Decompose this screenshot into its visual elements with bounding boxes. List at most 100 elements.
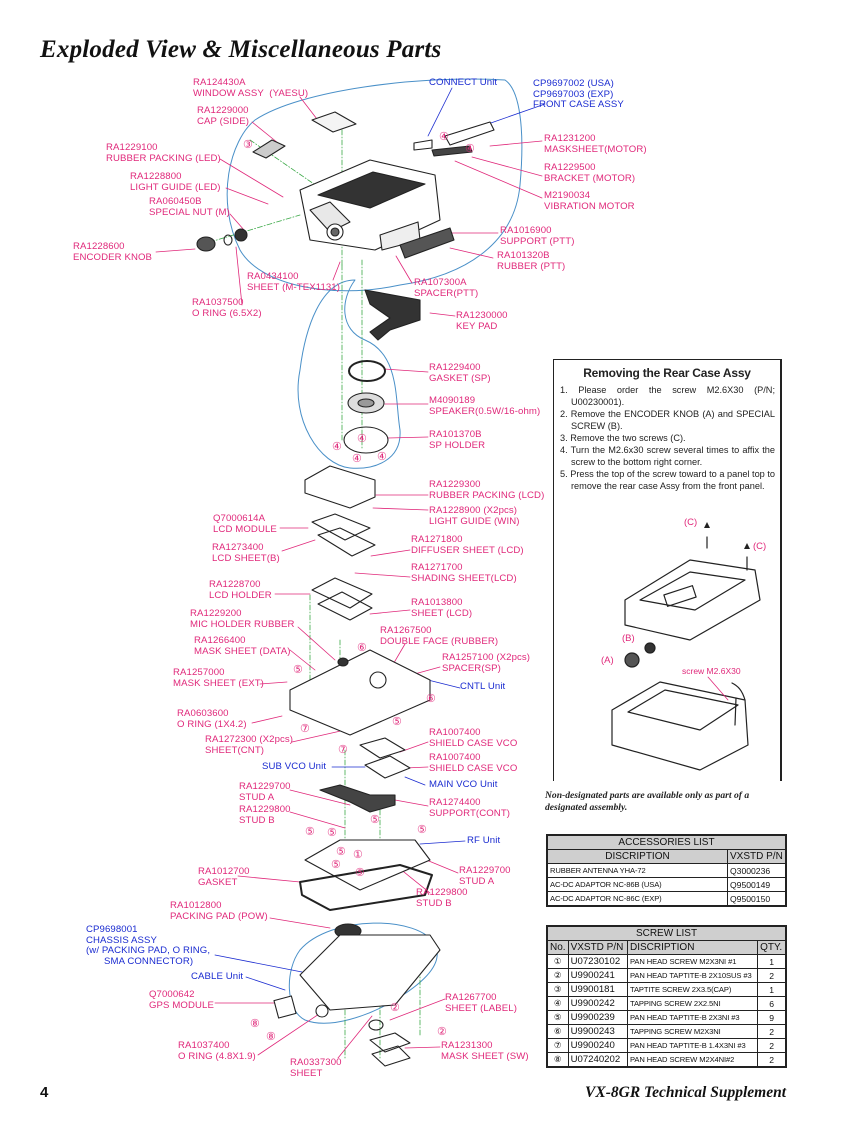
label-cntl-unit: CNTL Unit — [460, 681, 506, 692]
screw-mark-5a: ⑤ — [293, 664, 303, 676]
screw-mark-1: ① — [353, 849, 363, 861]
removal-box-title: Removing the Rear Case Assy — [583, 366, 751, 380]
removal-steps: 1. Please order the screw M2.6X30 (P/N; … — [560, 384, 775, 492]
callout-screw: screw M2.6X30 — [682, 666, 741, 676]
front-case-outline — [226, 78, 523, 292]
table-row: AC-DC ADAPTOR NC-86C (EXP) Q9500150 — [546, 891, 787, 907]
non-designated-note: Non-designated parts are available only … — [545, 790, 750, 813]
screw-list-table: SCREW LIST No. VXSTD P/N DISCRIPTION QTY… — [546, 925, 787, 1068]
screw-mark-5e: ⑤ — [327, 827, 337, 839]
screw-mark-5h: ⑤ — [331, 859, 341, 871]
keypad-speaker-outline — [297, 279, 401, 469]
callout-c-1: (C) — [684, 517, 698, 528]
screw-header-qty: QTY. — [757, 940, 787, 955]
accessories-table: ACCESSORIES LIST DISCRIPTION VXSTD P/N R… — [546, 834, 787, 907]
screw-mark-5f: ⑤ — [417, 824, 427, 836]
screw-header-description: DISCRIPTION — [626, 940, 759, 955]
page-title: Exploded View & Miscellaneous Parts — [40, 36, 442, 63]
screw-mark-6a: ⑥ — [357, 642, 367, 654]
screw-mark-7b: ⑦ — [338, 744, 348, 756]
accessories-header-pn: VXSTD P/N — [727, 849, 787, 864]
footer-title: VX-8GR Technical Supplement — [585, 1084, 786, 1101]
label-spacer-sp: RA1257100 (X2pcs)SPACER(SP) — [442, 652, 531, 674]
label-light-guide-win: RA1228900 (X2pcs)LIGHT GUIDE (WIN) — [429, 505, 520, 527]
screw-mark-4d: ④ — [357, 433, 367, 445]
label-sub-vco-unit: SUB VCO Unit — [262, 761, 327, 772]
screw-mark-4f: ④ — [377, 451, 387, 463]
label-main-vco-unit: MAIN VCO Unit — [429, 779, 498, 790]
screw-mark-8a: ⑧ — [250, 1018, 260, 1030]
screw-mark-8b: ⑧ — [266, 1031, 276, 1043]
table-row: RUBBER ANTENNA YHA-72 Q3000236 — [546, 863, 787, 878]
callout-a: (A) — [601, 655, 614, 666]
table-row: AC-DC ADAPTOR NC-86B (USA) Q9500149 — [546, 877, 787, 892]
accessories-header-description: DISCRIPTION — [546, 849, 728, 864]
removal-step: 2. Remove the ENCODER KNOB (A) and SPECI… — [560, 409, 775, 431]
label-sheet-cnt: RA1272300 (X2pcs)SHEET(CNT) — [205, 734, 294, 756]
screw-mark-4e: ④ — [352, 453, 362, 465]
screw-mark-4c: ④ — [332, 441, 342, 453]
page-number: 4 — [40, 1084, 49, 1101]
screw-mark-4a: ④ — [439, 131, 449, 143]
screw-mark-2b: ② — [437, 1026, 447, 1038]
removal-instructions-box: Removing the Rear Case Assy 1. Please or… — [553, 359, 782, 781]
screw-mark-5b: ⑤ — [392, 716, 402, 728]
screw-mark-7a: ⑦ — [300, 723, 310, 735]
screw-mark-6b: ⑥ — [426, 693, 436, 705]
callout-b: (B) — [622, 633, 635, 644]
screw-mark-3: ③ — [243, 139, 253, 151]
screw-mark-5d: ⑤ — [305, 826, 315, 838]
removal-step: 1. Please order the screw M2.6X30 (P/N; … — [560, 385, 775, 407]
removal-step: 3. Remove the two screws (C). — [560, 433, 686, 443]
label-front-case-assy: CP9697002 (USA)CP9697003 (EXP)FRONT CASE… — [533, 78, 624, 111]
accessories-title: ACCESSORIES LIST — [546, 834, 787, 850]
screw-list-title: SCREW LIST — [546, 925, 787, 941]
label-rf-unit: RF Unit — [467, 835, 501, 846]
removal-step: 4. Turn the M2.6x30 screw several times … — [560, 445, 775, 467]
